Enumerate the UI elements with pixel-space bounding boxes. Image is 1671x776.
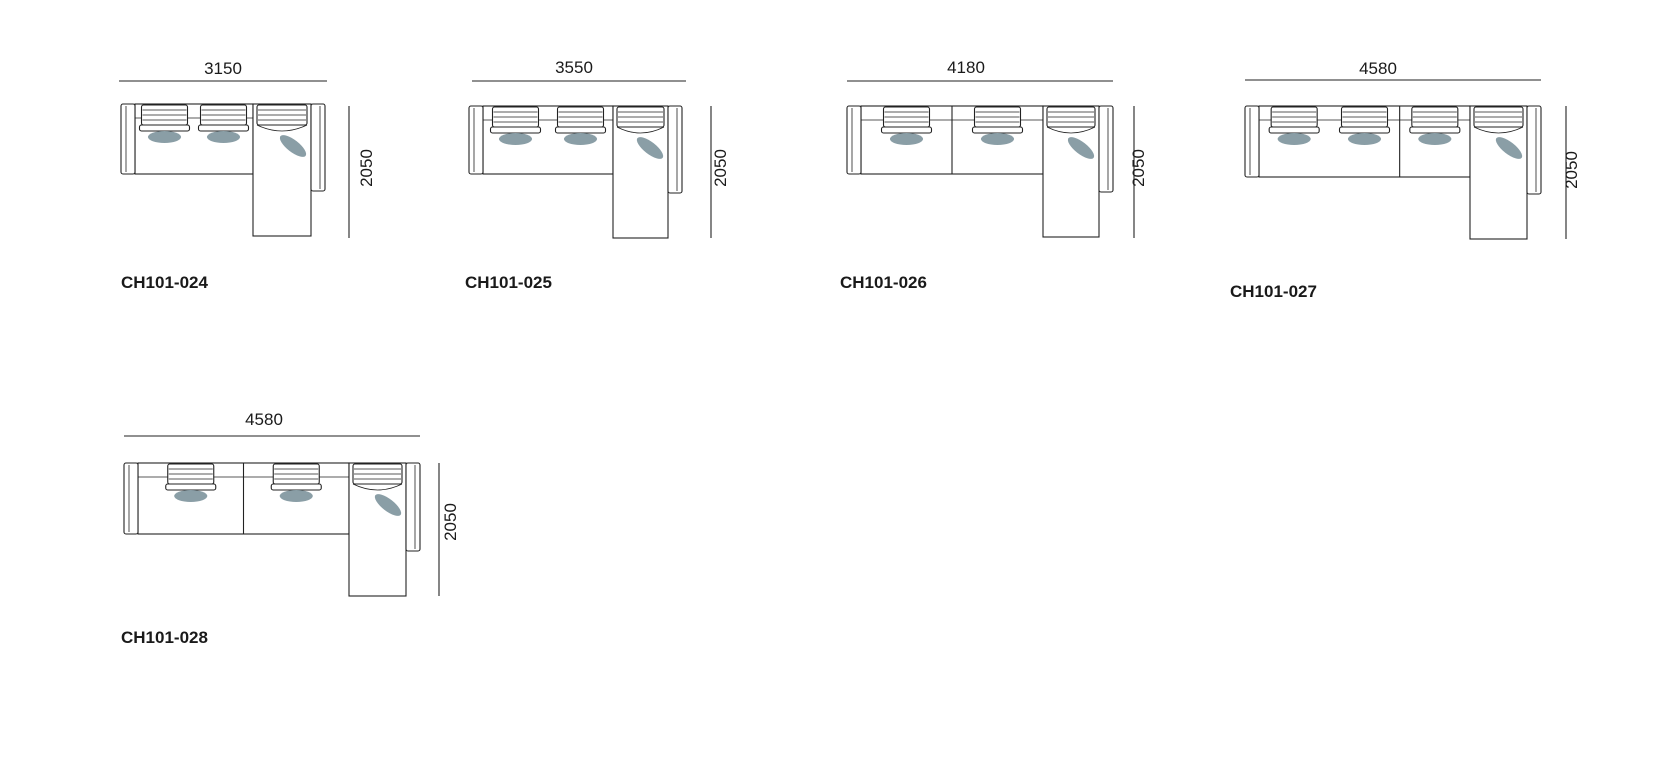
throw-pillow (1277, 133, 1311, 145)
chaise-lumbar-curve (1473, 126, 1524, 134)
left-armrest (123, 462, 139, 535)
right-armrest (1098, 105, 1114, 193)
sofa-ch101-024: 3150 2050 CH101-024 (119, 59, 376, 292)
chaise-lounge (252, 103, 312, 237)
sofa-ch101-028: 4580 2050 CH101-028 (121, 410, 460, 647)
depth-dimension-label: 2050 (357, 149, 376, 187)
chaise-lumbar-curve (616, 126, 665, 134)
depth-dimension-label: 2050 (1129, 149, 1148, 187)
depth-dimension-label: 2050 (711, 149, 730, 187)
lumbar-cushion (971, 126, 1024, 134)
throw-pillow (889, 133, 924, 145)
lumbar-cushion (1338, 126, 1391, 134)
lumbar-cushion (165, 483, 217, 491)
model-code-label: CH101-028 (121, 628, 208, 647)
chaise-lounge (612, 105, 669, 239)
model-code-label: CH101-024 (121, 273, 208, 292)
throw-pillow (980, 133, 1015, 145)
right-armrest (405, 462, 421, 552)
depth-dimension-label: 2050 (1562, 151, 1581, 189)
lumbar-cushion (197, 124, 250, 132)
model-code-label: CH101-027 (1230, 282, 1317, 301)
width-dimension-label: 4580 (245, 410, 283, 429)
lumbar-cushion (489, 126, 542, 134)
width-dimension-label: 3150 (204, 59, 242, 78)
right-armrest (310, 103, 326, 192)
chaise-lounge (1042, 105, 1100, 238)
lumbar-cushion (880, 126, 933, 134)
chaise-lumbar-curve (256, 124, 308, 132)
throw-pillow (206, 131, 241, 143)
lumbar-cushion (1409, 126, 1461, 134)
right-armrest (667, 105, 683, 194)
chaise-pillow (1067, 137, 1095, 159)
chaise-lounge (1469, 105, 1528, 240)
sofa-ch101-025: 3550 2050 CH101-025 (465, 58, 730, 292)
lumbar-cushion (138, 124, 191, 132)
chaise-pillow (1495, 137, 1523, 159)
throw-pillow (174, 490, 208, 502)
chaise-lumbar-curve (1046, 126, 1096, 134)
throw-pillow (147, 131, 182, 143)
width-dimension-label: 4580 (1359, 59, 1397, 78)
throw-pillow (563, 133, 598, 145)
throw-pillow (1418, 133, 1452, 145)
lumbar-cushion (554, 126, 607, 134)
right-armrest (1526, 105, 1542, 195)
model-code-label: CH101-025 (465, 273, 552, 292)
throw-pillow (498, 133, 533, 145)
chaise-lumbar-curve (352, 483, 403, 491)
width-dimension-label: 4180 (947, 58, 985, 77)
left-armrest (468, 105, 484, 175)
chaise-pillow (279, 135, 307, 157)
throw-pillow (1347, 133, 1382, 145)
depth-dimension-label: 2050 (441, 503, 460, 541)
sofa-ch101-027: 4580 2050 CH101-027 (1230, 59, 1581, 301)
model-code-label: CH101-026 (840, 273, 927, 292)
chaise-pillow (374, 494, 402, 516)
left-armrest (120, 103, 136, 175)
throw-pillow (279, 490, 313, 502)
lumbar-cushion (1268, 126, 1320, 134)
sofa-ch101-026: 4180 2050 CH101-026 (840, 58, 1148, 292)
left-armrest (846, 105, 862, 175)
lumbar-cushion (270, 483, 322, 491)
chaise-pillow (636, 137, 664, 159)
left-armrest (1244, 105, 1260, 178)
width-dimension-label: 3550 (555, 58, 593, 77)
